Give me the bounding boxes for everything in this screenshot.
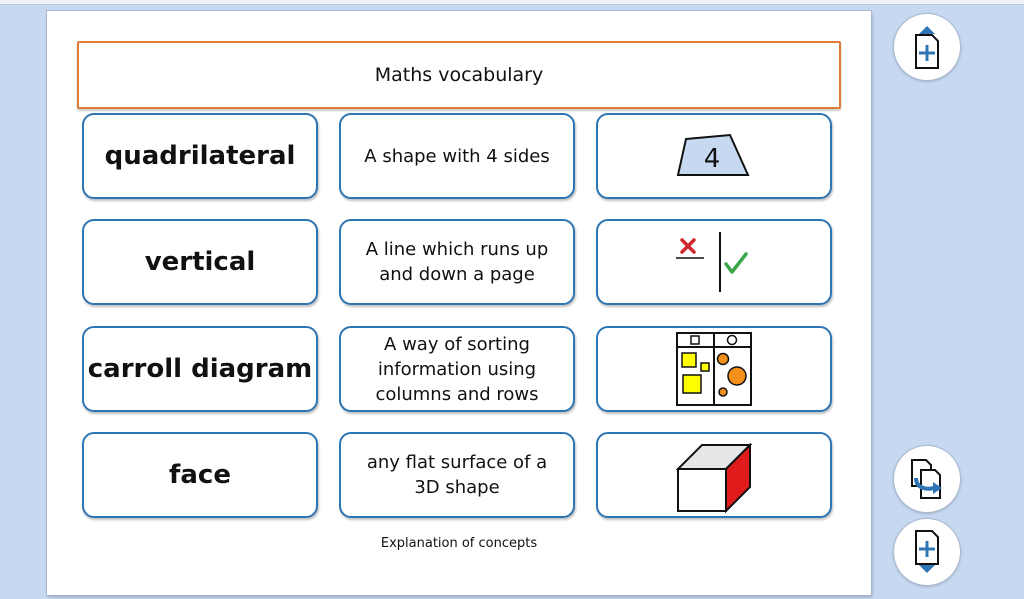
page-title-text: Maths vocabulary: [374, 64, 544, 86]
definition-card-face[interactable]: any flat surface of a 3D shape: [339, 432, 575, 518]
window-top-edge: [0, 0, 1024, 5]
term-label: face: [169, 460, 231, 490]
picture-card-carroll-diagram[interactable]: [596, 326, 832, 412]
term-card-carroll-diagram[interactable]: carroll diagram: [82, 326, 318, 412]
add-page-after-button[interactable]: [894, 519, 960, 585]
page-add-up-icon: [915, 26, 939, 69]
add-page-before-button[interactable]: [894, 14, 960, 80]
page-footer: Explanation of concepts: [380, 536, 538, 551]
picture-card-face[interactable]: [596, 432, 832, 518]
definition-card-quadrilateral[interactable]: A shape with 4 sides: [339, 113, 575, 199]
definition-text: A shape with 4 sides: [364, 145, 550, 167]
definition-card-vertical[interactable]: A line which runs up and down a page: [339, 219, 575, 305]
definition-text: any flat surface of a 3D shape: [366, 452, 548, 498]
cuboid-red-face-icon: [675, 442, 753, 513]
page-add-down-icon: [915, 530, 939, 573]
page-swap-icon: [911, 459, 942, 499]
carroll-diagram-icon: [676, 332, 752, 406]
term-label: quadrilateral: [104, 141, 296, 171]
document-page: Maths vocabulary quadrilateral A shape w…: [47, 11, 871, 595]
picture-card-vertical[interactable]: [596, 219, 832, 305]
term-card-quadrilateral[interactable]: quadrilateral: [82, 113, 318, 199]
vertical-line-check-icon: [676, 232, 748, 292]
change-page-button[interactable]: [894, 446, 960, 512]
page-title[interactable]: Maths vocabulary: [77, 41, 841, 109]
definition-text: A line which runs up and down a page: [365, 239, 549, 285]
quadrilateral-number: 4: [704, 144, 721, 174]
picture-card-quadrilateral[interactable]: 4: [596, 113, 832, 199]
term-label: carroll diagram: [87, 354, 313, 384]
term-card-face[interactable]: face: [82, 432, 318, 518]
term-label: vertical: [144, 247, 256, 277]
definition-card-carroll-diagram[interactable]: A way of sorting information using colum…: [339, 326, 575, 412]
definition-text: A way of sorting information using colum…: [375, 333, 539, 405]
term-card-vertical[interactable]: vertical: [82, 219, 318, 305]
quadrilateral-4-icon: 4: [676, 133, 750, 176]
